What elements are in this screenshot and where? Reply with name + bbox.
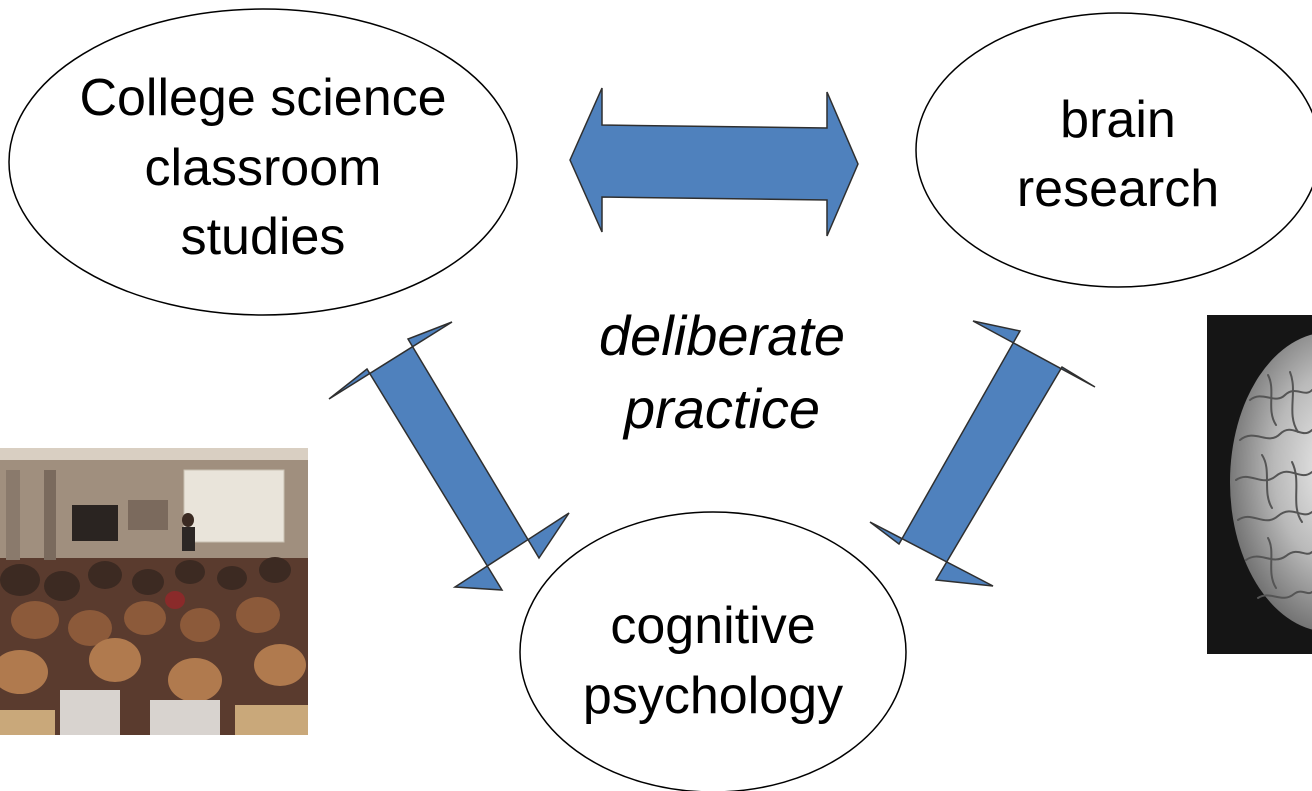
center-label-line-1: deliberate [599, 304, 845, 367]
double-arrow-top [569, 87, 859, 237]
classroom-studies-ellipse [8, 8, 518, 316]
double-arrow-right [869, 320, 1096, 587]
classroom-studies-label: College science classroom studies [79, 69, 446, 266]
center-label-line-2: practice [622, 377, 820, 440]
cognitive-label-line-2: psychology [583, 667, 843, 725]
brain-research-label: brain research [1017, 91, 1219, 218]
brain-research-ellipse [915, 12, 1312, 288]
brain-label-line-2: research [1017, 160, 1219, 218]
classroom-label-line-3: studies [181, 208, 346, 266]
lecture-hall-photo [0, 448, 308, 735]
classroom-label-line-1: College science [79, 69, 446, 127]
classroom-label-line-2: classroom [145, 139, 382, 197]
cognitive-psychology-label: cognitive psychology [583, 597, 843, 725]
cognitive-label-line-1: cognitive [610, 597, 815, 655]
double-arrow-left [328, 321, 570, 591]
deliberate-practice-label: deliberate practice [599, 304, 845, 440]
cognitive-psychology-ellipse [519, 511, 907, 791]
brain-scan-image [1207, 315, 1312, 654]
brain-label-line-1: brain [1060, 91, 1176, 149]
